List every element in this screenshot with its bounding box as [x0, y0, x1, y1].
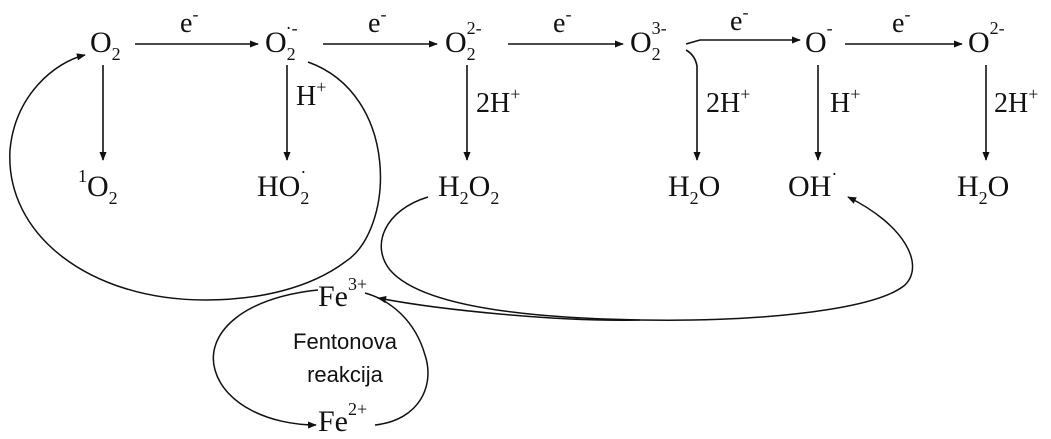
product-water-2: H2O	[957, 170, 1009, 208]
label-h-plus-1: H+	[296, 77, 326, 112]
product-hydroperoxyl: HO2·	[257, 162, 309, 208]
label-h-plus-2: H+	[830, 84, 860, 119]
curve-fenton-right	[364, 292, 429, 426]
curve-superoxide-fe3-o2	[9, 53, 382, 301]
species-superoxide: O2·-	[265, 18, 298, 64]
arrow-to-water-1	[685, 49, 701, 161]
electron-label-3: e-	[553, 4, 571, 39]
label-2h-plus-3: 2H+	[994, 84, 1038, 119]
product-hydrogen-peroxide: H2O2	[438, 170, 499, 208]
curve-to-fe3	[377, 296, 641, 321]
fenton-label-line-2: reakcija	[307, 362, 384, 387]
label-2h-plus-1: 2H+	[476, 84, 520, 119]
electron-label-1: e-	[180, 4, 198, 39]
electron-label-4: e-	[730, 2, 748, 37]
species-o-minus: O-	[805, 18, 833, 59]
curve-h2o2-to-hydroxyl	[380, 196, 914, 321]
species-o2: O2	[90, 26, 121, 64]
electron-label-2: e-	[368, 4, 386, 39]
iron-fe3: Fe3+	[318, 274, 367, 313]
product-singlet-oxygen: 1O2	[78, 166, 118, 208]
curve-fenton-left	[212, 289, 319, 429]
electron-label-5: e-	[892, 4, 910, 39]
species-o2-3minus: O23-	[630, 18, 667, 64]
electron-arrow-4	[685, 36, 801, 45]
product-water-1: H2O	[668, 170, 720, 208]
iron-fe2: Fe2+	[318, 399, 367, 438]
label-2h-plus-2: 2H+	[706, 84, 750, 119]
fenton-label-line-1: Fentonova	[293, 329, 398, 354]
product-hydroxyl: OH·	[788, 164, 837, 203]
species-o-2minus: O2-	[968, 18, 1005, 59]
species-peroxide: O22-	[445, 18, 482, 64]
